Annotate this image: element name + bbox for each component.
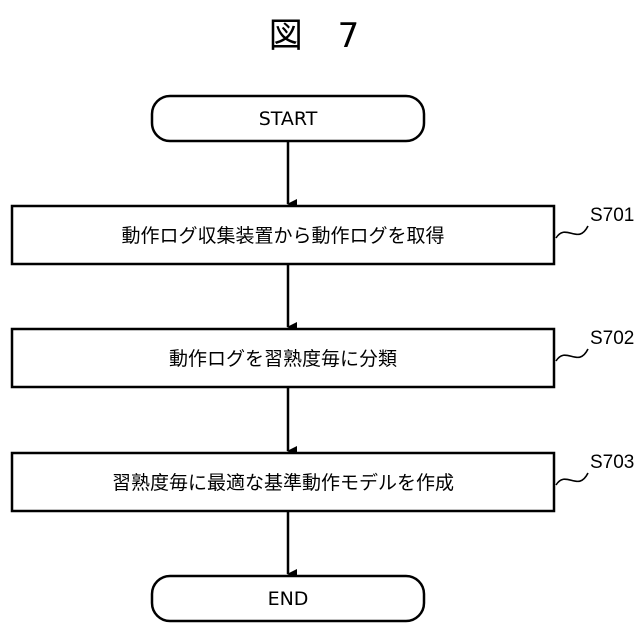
- step-s702-id: S702: [590, 328, 634, 349]
- step-s701-leader: [556, 226, 588, 238]
- step-s703-leader: [556, 473, 588, 485]
- start-label: START: [259, 108, 318, 130]
- step-s702-leader: [556, 349, 588, 361]
- process-step-s701: 動作ログ収集装置から動作ログを取得 S701: [12, 205, 634, 264]
- start-terminal: START: [152, 96, 424, 141]
- end-terminal: END: [152, 576, 424, 621]
- end-label: END: [268, 588, 309, 610]
- step-s701-id: S701: [590, 205, 634, 226]
- step-s701-text: 動作ログ収集装置から動作ログを取得: [121, 225, 444, 247]
- process-step-s703: 習熟度毎に最適な基準動作モデルを作成 S703: [12, 452, 634, 511]
- process-step-s702: 動作ログを習熟度毎に分類 S702: [12, 328, 634, 387]
- step-s702-text: 動作ログを習熟度毎に分類: [169, 348, 397, 370]
- step-s703-text: 習熟度毎に最適な基準動作モデルを作成: [112, 472, 454, 494]
- step-s703-id: S703: [590, 452, 634, 473]
